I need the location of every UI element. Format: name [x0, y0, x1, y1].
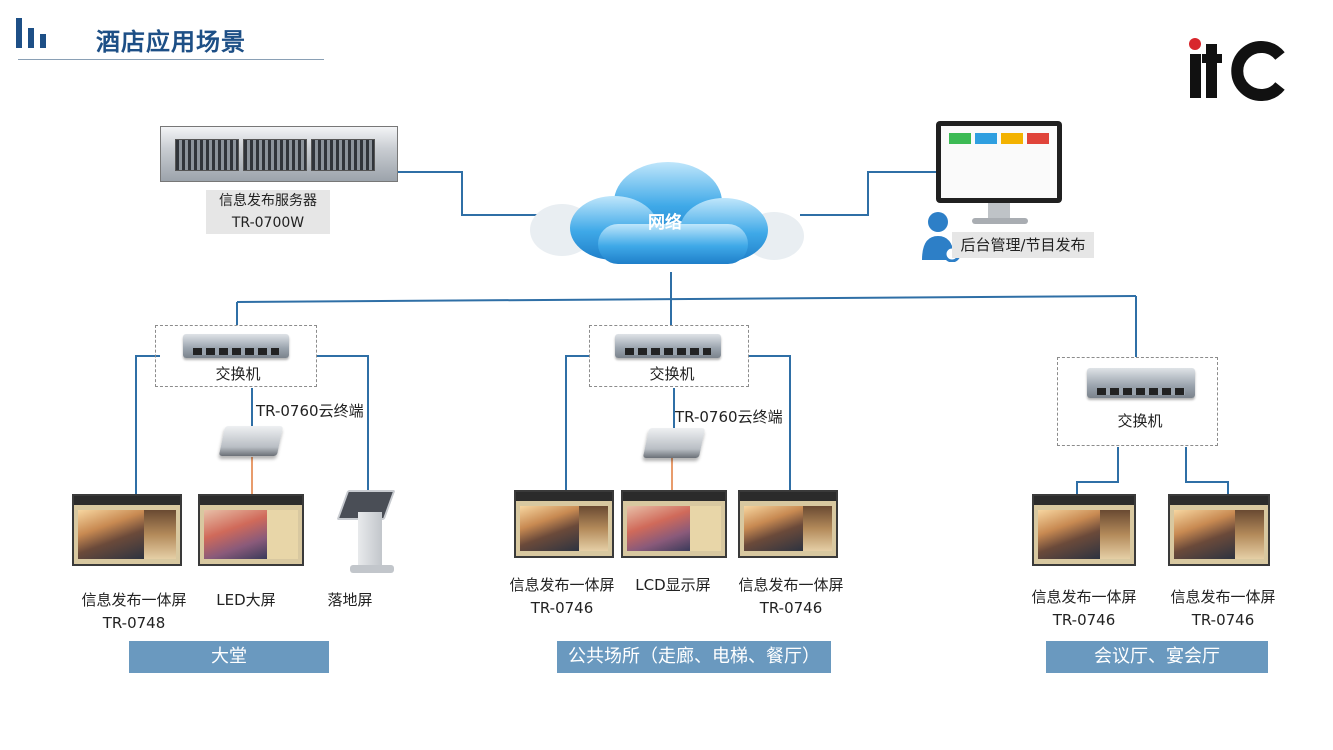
device-label: 信息发布一体屏 TR-0748 — [64, 589, 204, 635]
device-name: 信息发布一体屏 — [738, 576, 844, 594]
title-bars-icon — [16, 18, 46, 48]
kiosk-post — [358, 512, 382, 570]
zone-label-public: 公共场所（走廊、电梯、餐厅） — [557, 641, 831, 673]
device-name: LCD显示屏 — [635, 576, 711, 594]
device-name: 信息发布一体屏 — [1170, 588, 1276, 606]
screen-icon — [514, 490, 614, 558]
device-label: 落地屏 — [310, 589, 390, 612]
switch-label: 交换机 — [649, 365, 695, 383]
switch-icon — [615, 334, 721, 358]
switch-box-public — [589, 325, 749, 387]
server-name: 信息发布服务器 — [219, 193, 317, 209]
server-icon — [160, 126, 398, 182]
server-model: TR-0700W — [231, 215, 305, 231]
zone-label-hall: 会议厅、宴会厅 — [1046, 641, 1268, 673]
device-model: TR-0746 — [1191, 611, 1255, 629]
switch-icon — [1087, 368, 1195, 398]
switch-icon — [183, 334, 289, 358]
monitor-stand — [988, 203, 1010, 219]
admin-label: 后台管理/节目发布 — [952, 232, 1094, 258]
device-name: 信息发布一体屏 — [509, 576, 615, 594]
switch-box-lobby — [155, 325, 317, 387]
lcd-screen-icon — [621, 490, 727, 558]
device-name: 落地屏 — [327, 591, 373, 609]
device-label: 信息发布一体屏 TR-0746 — [492, 574, 632, 620]
screen-icon — [1032, 494, 1136, 566]
screen-icon — [72, 494, 182, 566]
cloud-icon — [530, 162, 804, 264]
device-label: 信息发布一体屏 TR-0746 — [1153, 586, 1293, 632]
terminal-icon — [218, 426, 284, 456]
monitor-icon — [936, 121, 1062, 203]
server-label: 信息发布服务器 TR-0700W — [206, 190, 330, 234]
device-model: TR-0746 — [1052, 611, 1116, 629]
switch-label: 交换机 — [215, 365, 261, 383]
device-name: 信息发布一体屏 — [81, 591, 187, 609]
zone-label-lobby: 大堂 — [129, 641, 329, 673]
led-screen-icon — [198, 494, 304, 566]
device-label: 信息发布一体屏 TR-0746 — [721, 574, 861, 620]
device-name: LED大屏 — [216, 591, 276, 609]
terminal-label: TR-0760云终端 — [675, 408, 783, 426]
terminal-icon — [642, 428, 706, 458]
switch-box-hall — [1057, 357, 1218, 446]
device-label: LCD显示屏 — [623, 574, 723, 597]
device-model: TR-0748 — [102, 614, 166, 632]
device-label: 信息发布一体屏 TR-0746 — [1014, 586, 1154, 632]
terminal-label: TR-0760云终端 — [256, 402, 364, 420]
kiosk-foot — [350, 565, 394, 573]
device-model: TR-0746 — [530, 599, 594, 617]
screen-icon — [1168, 494, 1270, 566]
screen-icon — [738, 490, 838, 558]
device-model: TR-0746 — [759, 599, 823, 617]
switch-label: 交换机 — [1117, 412, 1163, 430]
device-name: 信息发布一体屏 — [1031, 588, 1137, 606]
title-divider — [18, 59, 324, 60]
monitor-base — [972, 218, 1028, 224]
device-label: LED大屏 — [196, 589, 296, 612]
network-label: 网络 — [648, 213, 682, 233]
itc-logo — [1189, 38, 1285, 101]
page-title: 酒店应用场景 — [96, 28, 246, 56]
